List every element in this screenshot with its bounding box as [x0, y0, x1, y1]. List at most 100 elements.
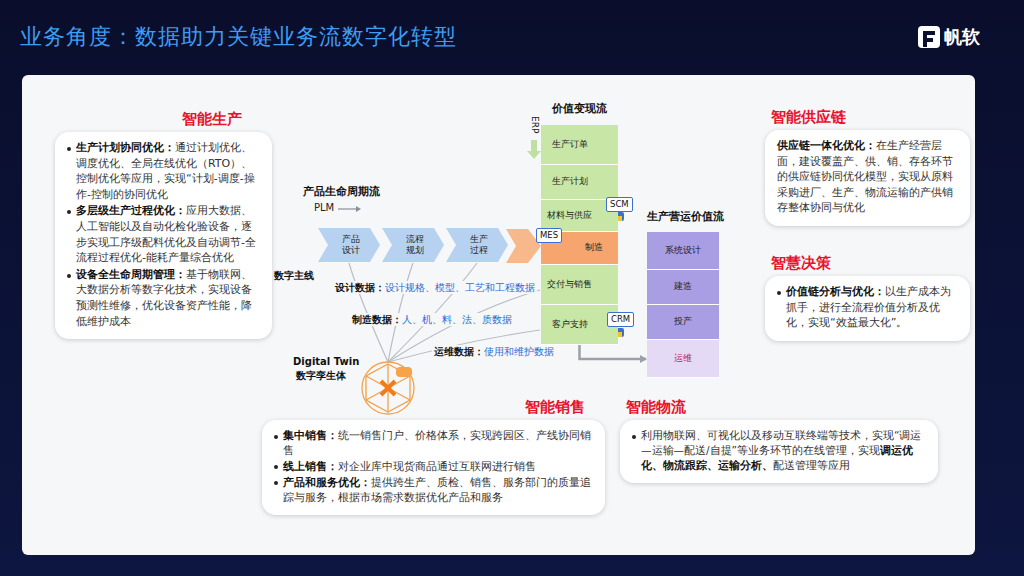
bullet-item: 价值链分析与优化：以生产成本为抓手，进行全流程价值分析及优化，实现“效益最大化”… — [777, 284, 960, 331]
section-heading: 智能物流 — [620, 396, 938, 420]
value-stream-column: 生产营运价值流系统设计建造投产运维 — [647, 208, 719, 378]
annotation-label: 运维数据： — [434, 346, 484, 357]
cell-label: 客户支持 — [552, 319, 588, 330]
digital-twin-icon — [362, 362, 414, 414]
bullet-dot — [274, 465, 278, 469]
bullet-dot — [67, 274, 71, 278]
step-label: 生产过程 — [469, 234, 489, 257]
label-group: 数字主线 — [274, 270, 314, 282]
step-label: 流程规划 — [405, 234, 425, 257]
bullet-dot — [274, 481, 278, 485]
bullet-item: 线上销售：对企业库中现货商品通过互联网进行销售 — [274, 459, 595, 474]
label-group: PLM — [314, 202, 334, 214]
bold-lead: 价值链分析与优化： — [786, 285, 885, 298]
label-group: 运维数据：使用和维护数据 — [432, 345, 556, 358]
label-group: 产品生命周期流 — [303, 185, 380, 198]
column-heading: 价值变现流 — [541, 98, 618, 125]
cell-label: 建造 — [674, 281, 692, 292]
annotation-label: 制造数据： — [352, 314, 402, 325]
bullet-item: 多层级生产过程优化：应用大数据、人工智能以及自动化检化验设备，逐步实现工序级配料… — [67, 203, 262, 265]
system-tag: CRM — [607, 312, 634, 327]
stream-cell: 运维 — [647, 340, 719, 378]
capability-card: 智能销售集中销售：统一销售门户、价格体系，实现跨园区、产线协同销售线上销售：对企… — [262, 396, 605, 515]
bold-lead: 生产计划协同优化： — [76, 141, 175, 154]
stream-cell: 生产订单 — [541, 125, 618, 165]
label-group: 帆软 — [944, 26, 980, 48]
text-panel: 集中销售：统一销售门户、价格体系，实现跨园区、产线协同销售线上销售：对企业库中现… — [262, 420, 605, 515]
cell-label: 生产计划 — [552, 176, 588, 187]
chevron-fill — [318, 228, 380, 262]
logo-glyph — [923, 31, 935, 47]
bold-lead: 设备全生命周期管理： — [76, 268, 186, 281]
bullet-dot — [67, 147, 71, 151]
chevron-step: 流程规划 — [382, 228, 444, 262]
capability-card: 智能生产生产计划协同优化：通过计划优化、调度优化、全局在线优化（RTO）、控制优… — [55, 108, 272, 339]
bullet-dot — [67, 210, 71, 214]
section-heading: 智慧决策 — [765, 252, 970, 276]
tag-label: SCM — [610, 199, 629, 209]
cell-label: 系统设计 — [665, 245, 701, 256]
system-tag: MES — [536, 228, 562, 243]
flow-arrow — [580, 345, 647, 359]
chevron-fill — [382, 228, 444, 262]
content-panel — [22, 75, 975, 555]
bullet-item: 设备全生命周期管理：基于物联网、大数据分析等数字化技术，实现设备预测性维修，优化… — [67, 267, 262, 329]
cell-label: 交付与销售 — [547, 279, 592, 290]
slide-title: 业务角度：数据助力关键业务流数字化转型 — [20, 22, 457, 52]
capability-card: 智慧决策价值链分析与优化：以生产成本为抓手，进行全流程价值分析及优化，实现“效益… — [765, 252, 970, 341]
annotation-label: Digital Twin — [293, 356, 359, 367]
cell-label: 投产 — [674, 316, 692, 327]
bullet-dot — [632, 435, 636, 439]
capability-card: 智能供应链供应链一体化优化：在生产经营层面，建设覆盖产、供、销、存各环节的供应链… — [765, 106, 970, 226]
annotation-label: 设计规格、模型、工艺和工程数据 — [385, 282, 535, 293]
plm-arrow-head — [356, 206, 361, 212]
cell-label: 运维 — [674, 353, 692, 364]
bullet-dot — [777, 291, 781, 295]
bullet-item: 集中销售：统一销售门户、价格体系，实现跨园区、产线协同销售 — [274, 428, 595, 458]
annotation-label: 使用和维护数据 — [484, 346, 554, 357]
body-text: 对企业库中现货商品通过互联网进行销售 — [338, 460, 536, 472]
bullet-item: 利用物联网、可视化以及移动互联终端等技术，实现“调运—运输—配送/自提”等业务环… — [632, 428, 928, 473]
bold-lead: 产品和服务优化： — [283, 476, 371, 488]
section-heading: 智能供应链 — [765, 106, 970, 130]
label-group: 数字孪生体 — [296, 370, 346, 382]
annotation-label: ERP — [530, 116, 540, 133]
bold-lead: 集中销售： — [283, 429, 338, 441]
annotation-label: 数字孪生体 — [296, 370, 346, 381]
body-text: 利用物联网、可视化以及移动互联终端等技术，实现“调运—运输—配送/自提”等业务环… — [641, 429, 921, 456]
text-panel: 供应链一体化优化：在生产经营层面，建设覆盖产、供、销、存各环节的供应链协同优化模… — [765, 130, 970, 226]
section-heading: 智能销售 — [262, 396, 605, 420]
stream-cell: 系统设计 — [647, 232, 719, 270]
annotation-label: 数字主线 — [274, 270, 314, 281]
body-text: 配送管理等应用 — [773, 459, 850, 471]
chevron-fill — [446, 228, 508, 262]
cell-label: 材料与供应 — [547, 210, 592, 221]
logo-mark — [918, 26, 940, 48]
annotation-label: 设计数据： — [335, 282, 385, 293]
plm-arrow — [338, 208, 356, 209]
annotation-label: PLM — [314, 202, 334, 213]
bullet-item: 产品和服务优化：提供跨生产、质检、销售、服务部门的质量追踪与服务，根据市场需求数… — [274, 475, 595, 505]
section-heading: 智能生产 — [55, 108, 272, 132]
value-stream-column: 价值变现流生产订单生产计划材料与供应制造交付与销售客户支持 — [541, 98, 618, 345]
stream-cell: 建造 — [647, 270, 719, 305]
text-panel: 生产计划协同优化：通过计划优化、调度优化、全局在线优化（RTO）、控制优化等应用… — [55, 132, 272, 339]
label-group: ERP — [529, 116, 540, 133]
erp-arrow — [527, 140, 541, 159]
label-group: Digital Twin — [293, 356, 359, 368]
bold-lead: 线上销售： — [283, 460, 338, 472]
text-panel: 价值链分析与优化：以生产成本为抓手，进行全流程价值分析及优化，实现“效益最大化”… — [765, 276, 970, 341]
tag-label: MES — [540, 230, 558, 240]
tag-label: CRM — [611, 314, 630, 324]
column-heading: 生产营运价值流 — [647, 208, 719, 232]
cell-label: 制造 — [585, 242, 603, 253]
stream-cell: 投产 — [647, 305, 719, 340]
bullet-item: 生产计划协同优化：通过计划优化、调度优化、全局在线优化（RTO）、控制优化等应用… — [67, 140, 262, 202]
stream-cell: 生产计划 — [541, 165, 618, 200]
label-group: 制造数据：人、机、料、法、质数据 — [350, 313, 514, 326]
capability-card: 智能物流利用物联网、可视化以及移动互联终端等技术，实现“调运—运输—配送/自提”… — [620, 396, 938, 483]
bullet-dot — [274, 435, 278, 439]
column-cells: 系统设计建造投产运维 — [647, 232, 719, 378]
annotation-label: 人、机、料、法、质数据 — [402, 314, 512, 325]
